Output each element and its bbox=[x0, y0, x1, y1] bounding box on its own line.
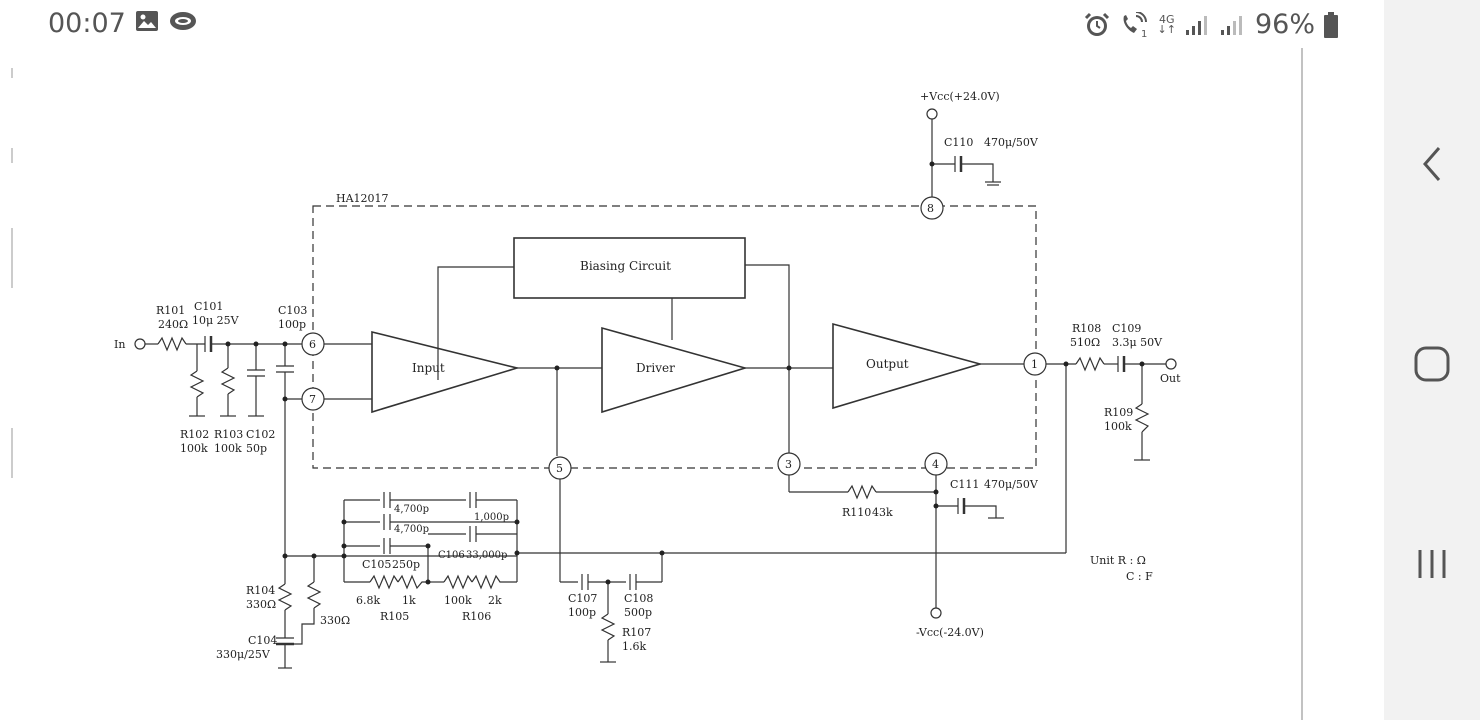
output-terminal-label: Out bbox=[1160, 372, 1181, 385]
svg-text:33,000p: 33,000p bbox=[466, 550, 507, 561]
signal-icon bbox=[1220, 15, 1242, 35]
svg-text:5: 5 bbox=[556, 462, 563, 475]
svg-text:R108: R108 bbox=[1072, 322, 1101, 335]
alarm-icon bbox=[1084, 12, 1109, 36]
notification-icons bbox=[135, 10, 197, 32]
output-amplifier-block bbox=[832, 322, 983, 410]
svg-text:C103: C103 bbox=[278, 304, 307, 317]
back-button[interactable] bbox=[1404, 136, 1460, 192]
svg-text:C107: C107 bbox=[568, 592, 597, 605]
driver-amplifier-block bbox=[601, 326, 748, 414]
data-arrows-icon: 4G ↓↑ bbox=[1157, 12, 1176, 36]
status-bar: 00:07 1 4G ↓↑ bbox=[0, 0, 1384, 48]
wifi-call-icon: 1 bbox=[1123, 11, 1147, 38]
svg-text:330Ω: 330Ω bbox=[320, 614, 350, 627]
input-terminal-label: In bbox=[114, 338, 125, 351]
svg-text:10μ 25V: 10μ 25V bbox=[192, 314, 240, 327]
chip-boundary bbox=[312, 205, 1037, 469]
chip-label: HA12017 bbox=[336, 192, 389, 205]
svg-text:R101: R101 bbox=[156, 304, 185, 317]
input-amplifier-block bbox=[371, 330, 521, 414]
unit-legend-line2: C : F bbox=[1126, 570, 1153, 583]
svg-text:C110: C110 bbox=[944, 136, 973, 149]
svg-text:1: 1 bbox=[1141, 29, 1147, 38]
svg-text:3.3μ 50V: 3.3μ 50V bbox=[1112, 336, 1163, 349]
svg-text:500p: 500p bbox=[624, 606, 652, 619]
svg-text:8: 8 bbox=[927, 202, 934, 215]
svg-text:100p: 100p bbox=[568, 606, 596, 619]
unit-legend-line1: Unit R : Ω bbox=[1090, 554, 1146, 567]
svg-text:250p: 250p bbox=[392, 558, 420, 571]
biasing-circuit-label: Biasing Circuit bbox=[580, 259, 671, 273]
battery-icon bbox=[1324, 11, 1338, 38]
svg-text:100p: 100p bbox=[278, 318, 306, 331]
svg-text:C104: C104 bbox=[248, 634, 277, 647]
svg-text:50p: 50p bbox=[246, 442, 267, 455]
svg-text:R105: R105 bbox=[380, 610, 409, 623]
svg-text:2k: 2k bbox=[488, 594, 502, 607]
svg-text:C109: C109 bbox=[1112, 322, 1141, 335]
svg-text:330Ω: 330Ω bbox=[246, 598, 276, 611]
svg-text:100k: 100k bbox=[444, 594, 472, 607]
svg-text:3: 3 bbox=[785, 458, 792, 471]
svg-text:4,700p: 4,700p bbox=[394, 524, 429, 535]
svg-text:R106: R106 bbox=[462, 610, 491, 623]
svg-text:C111: C111 bbox=[950, 478, 979, 491]
image-viewer[interactable]: +Vcc(+24.0V) C110 470μ/50V HA12017 Biasi… bbox=[0, 48, 1384, 720]
driver-label: Driver bbox=[636, 361, 675, 375]
svg-text:C101: C101 bbox=[194, 300, 223, 313]
svg-text:7: 7 bbox=[309, 393, 316, 406]
home-icon bbox=[1414, 346, 1450, 382]
svg-text:510Ω: 510Ω bbox=[1070, 336, 1100, 349]
svg-text:4: 4 bbox=[932, 458, 939, 471]
navigation-bar bbox=[1384, 0, 1480, 720]
back-icon bbox=[1423, 147, 1441, 181]
input-label: Input bbox=[412, 361, 445, 375]
system-icons: 1 4G ↓↑ 96% bbox=[1084, 9, 1338, 40]
svg-text:470μ/50V: 470μ/50V bbox=[984, 478, 1039, 491]
svg-text:R109: R109 bbox=[1104, 406, 1133, 419]
svg-text:C108: C108 bbox=[624, 592, 653, 605]
circuit-schematic: +Vcc(+24.0V) C110 470μ/50V HA12017 Biasi… bbox=[11, 48, 1303, 720]
svg-text:1.6k: 1.6k bbox=[622, 640, 646, 653]
svg-text:470μ/50V: 470μ/50V bbox=[984, 136, 1039, 149]
svg-text:1: 1 bbox=[1031, 358, 1038, 371]
signal-icon bbox=[1185, 15, 1207, 35]
home-button[interactable] bbox=[1404, 336, 1460, 392]
biasing-circuit-block bbox=[513, 237, 746, 299]
svg-text:R110: R110 bbox=[842, 506, 871, 519]
svg-text:43k: 43k bbox=[872, 506, 893, 519]
battery-percent: 96% bbox=[1254, 9, 1315, 40]
svg-text:330μ/25V: 330μ/25V bbox=[216, 648, 271, 661]
svg-text:6: 6 bbox=[309, 338, 316, 351]
clock: 00:07 bbox=[48, 8, 126, 39]
recents-icon bbox=[1418, 550, 1446, 578]
svg-text:1,000p: 1,000p bbox=[474, 512, 509, 523]
gallery-icon bbox=[136, 11, 158, 31]
svg-text:R107: R107 bbox=[622, 626, 651, 639]
svg-text:6.8k: 6.8k bbox=[356, 594, 380, 607]
svg-text:100k: 100k bbox=[1104, 420, 1132, 433]
svg-text:C102: C102 bbox=[246, 428, 275, 441]
cloud-icon bbox=[170, 12, 196, 30]
svg-text:R102: R102 bbox=[180, 428, 209, 441]
vcc-negative-label: -Vcc(-24.0V) bbox=[916, 626, 984, 639]
svg-text:C106: C106 bbox=[438, 550, 465, 561]
svg-text:100k: 100k bbox=[214, 442, 242, 455]
recents-button[interactable] bbox=[1404, 536, 1460, 592]
output-label: Output bbox=[866, 357, 909, 371]
svg-text:R104: R104 bbox=[246, 584, 275, 597]
svg-text:100k: 100k bbox=[180, 442, 208, 455]
svg-text:C105: C105 bbox=[362, 558, 391, 571]
svg-text:1k: 1k bbox=[402, 594, 416, 607]
svg-text:4,700p: 4,700p bbox=[394, 504, 429, 515]
svg-text:240Ω: 240Ω bbox=[158, 318, 188, 331]
vcc-positive-label: +Vcc(+24.0V) bbox=[920, 90, 1000, 103]
svg-text:R103: R103 bbox=[214, 428, 243, 441]
